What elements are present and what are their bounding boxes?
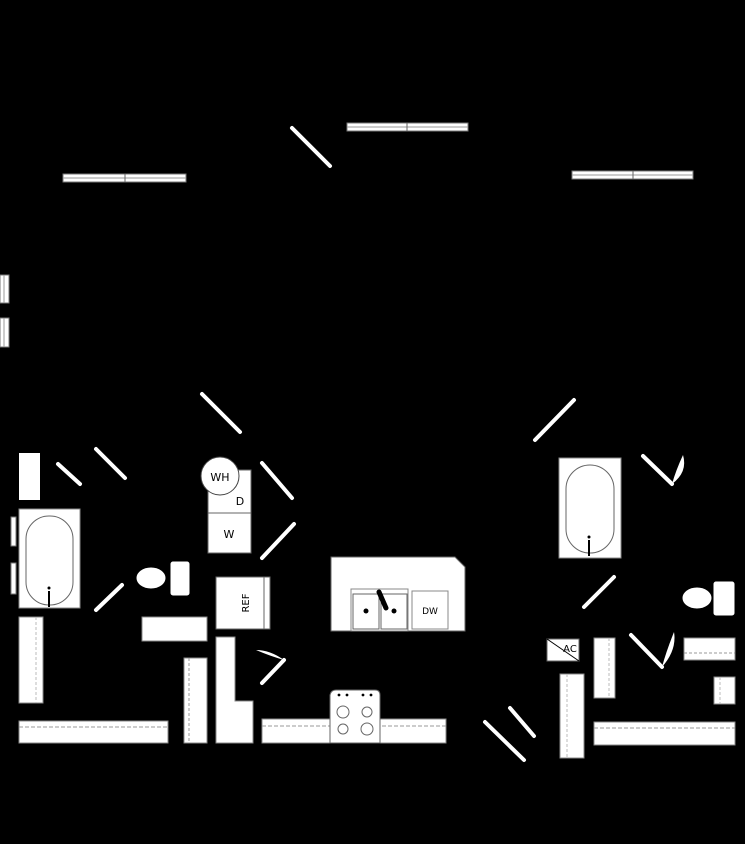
closet-shelf-bottom-left (18, 720, 169, 744)
closet-shelf-right-small (713, 676, 736, 705)
door-closet-right-lower (629, 633, 664, 669)
window-left-upper (0, 274, 10, 304)
window-top-center (346, 122, 469, 132)
refrigerator: REF (215, 576, 271, 630)
door-swings (256, 455, 685, 667)
door-pantry (260, 658, 286, 685)
water-heater-label: WH (210, 471, 229, 484)
washer-label: W (224, 528, 235, 541)
closet-shelf-vertical-left (183, 657, 208, 744)
door-laundry-upper (260, 461, 294, 500)
faucet-icon (376, 589, 389, 611)
door-swing-closet-right-upper (672, 455, 685, 484)
door-bath-right (582, 575, 616, 609)
water-heater (200, 456, 240, 496)
window-top-right (571, 170, 694, 180)
range-stove (329, 689, 381, 744)
door-living-right (533, 398, 576, 442)
air-conditioner-label: AC (563, 644, 577, 655)
window-bath-left-lower (10, 562, 17, 595)
linen-shelf-left (19, 453, 40, 500)
door-bath-left-a (56, 462, 82, 486)
air-conditioner: AC (546, 638, 580, 662)
toilet-right (681, 580, 736, 617)
bench-left (141, 616, 208, 642)
closet-shelf-vertical-right (559, 673, 585, 759)
dishwasher-label: DW (422, 607, 438, 617)
refrigerator-label: REF (241, 593, 252, 612)
drain-icon (587, 535, 591, 539)
dryer-label: D (236, 495, 244, 508)
door-swing-closet-right-lower (662, 632, 675, 667)
kitchen-island: DW (330, 556, 466, 632)
toilet-left (135, 560, 191, 597)
door-swing-pantry (256, 650, 284, 660)
door-bath-left-b (94, 447, 127, 480)
door-top-center (290, 126, 332, 168)
window-top-left (62, 173, 187, 183)
door-closet-right-upper (641, 454, 674, 486)
door-laundry-lower (260, 522, 296, 560)
pantry-shelf (215, 636, 254, 744)
door-bath-toilet-left (94, 583, 124, 612)
bathtub-right (558, 457, 622, 559)
closet-shelf-right-upper (683, 637, 736, 661)
laundry-stack: WH D W (200, 456, 252, 554)
vanity-left (18, 616, 44, 704)
window-left-lower (0, 317, 10, 348)
vanity-right (593, 637, 616, 699)
doors (56, 126, 674, 762)
door-living-left (200, 392, 242, 434)
closet-shelf-bottom-right (593, 721, 736, 746)
window-bath-left-upper (10, 516, 17, 547)
drain-icon (47, 586, 51, 590)
dishwasher (411, 590, 449, 630)
bathtub-left (18, 508, 81, 609)
door-entry-b (508, 706, 536, 738)
door-entry-a (483, 720, 526, 762)
